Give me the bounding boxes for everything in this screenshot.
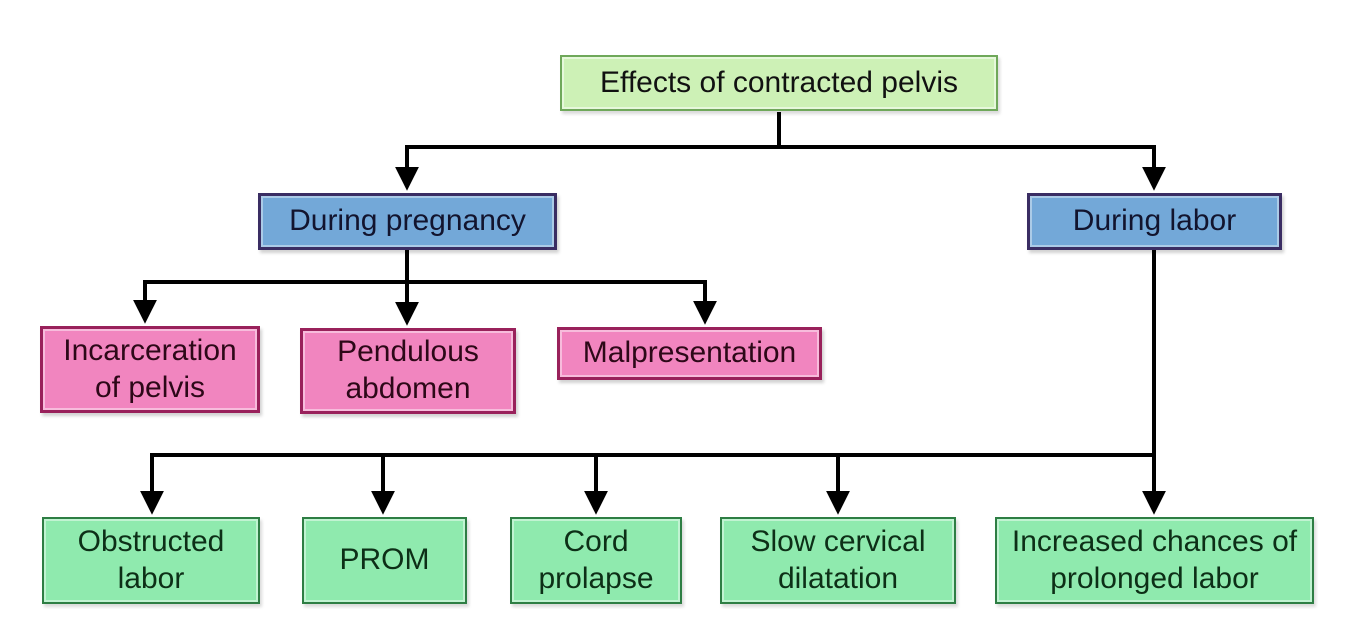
node-incarceration-of-pelvis: Incarceration of pelvis: [40, 326, 260, 413]
node-during-pregnancy: During pregnancy: [258, 193, 557, 250]
node-effects-of-contracted-pelvis: Effects of contracted pelvis: [560, 55, 998, 111]
node-cord-prolapse: Cord prolapse: [510, 517, 682, 604]
node-during-labor: During labor: [1027, 193, 1282, 250]
node-increased-chances-prolonged-labor: Increased chances of prolonged labor: [995, 517, 1314, 604]
node-pendulous-abdomen: Pendulous abdomen: [300, 328, 516, 414]
node-obstructed-labor: Obstructed labor: [42, 517, 260, 604]
node-slow-cervical-dilatation: Slow cervical dilatation: [720, 517, 956, 604]
node-malpresentation: Malpresentation: [557, 327, 822, 380]
node-prom: PROM: [302, 517, 467, 604]
